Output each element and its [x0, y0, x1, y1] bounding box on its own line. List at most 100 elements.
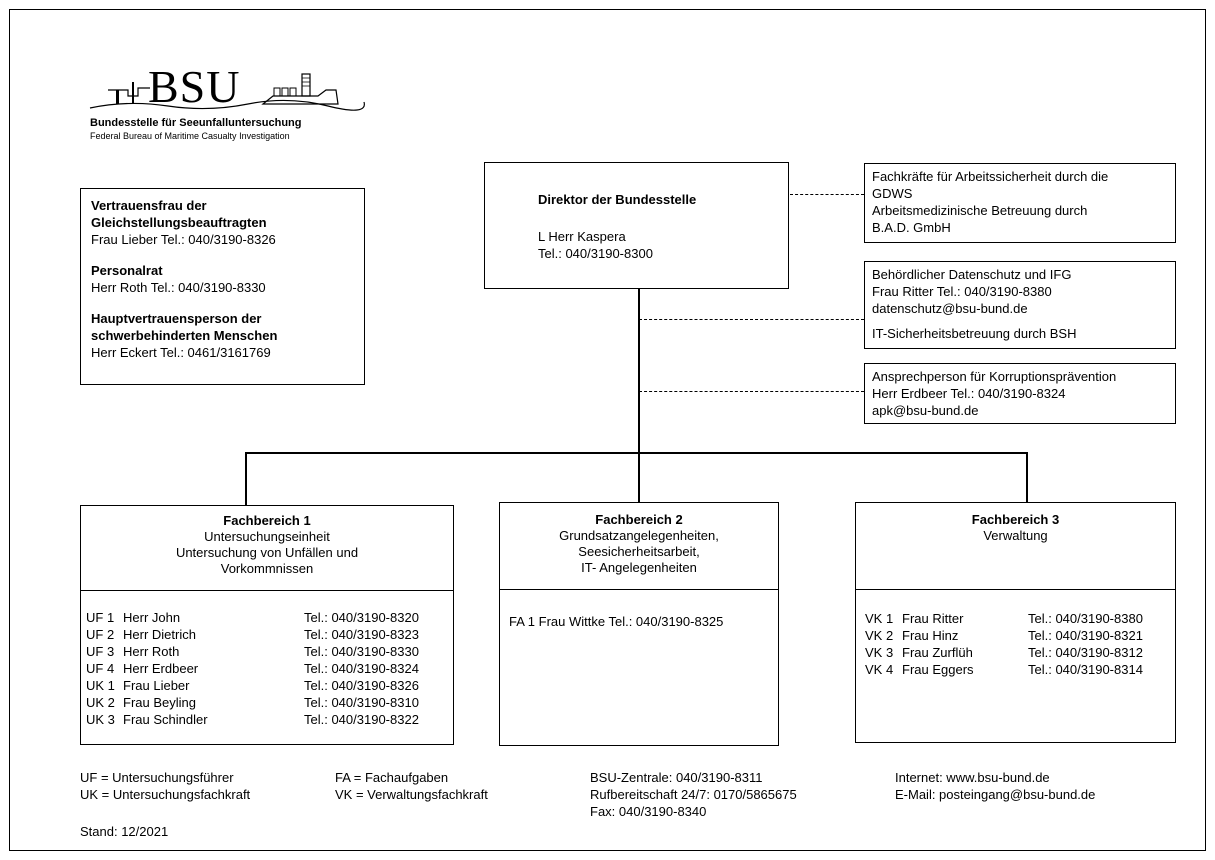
- fb1-box: Fachbereich 1 Untersuchungseinheit Unter…: [80, 505, 454, 745]
- hv-title-1: Hauptvertrauensperson der: [91, 311, 262, 326]
- staff-code: UF 2: [86, 627, 115, 642]
- staff-tel: Tel.: 040/3190-8330: [304, 644, 419, 659]
- staff-name: Herr John: [123, 610, 181, 625]
- privacy-line-2: Frau Ritter Tel.: 040/3190-8380: [872, 284, 1052, 299]
- fb1-sub-3: Vorkommnissen: [220, 561, 314, 576]
- staff-code: UF 4: [86, 661, 115, 676]
- staff-tel: Tel.: 040/3190-8310: [304, 695, 419, 710]
- staff-name: Frau Beyling: [123, 695, 196, 710]
- fb2-sub-1: Grundsatzangelegenheiten,: [559, 528, 719, 543]
- corruption-box: Ansprechperson für Korruptionsprävention…: [864, 363, 1176, 424]
- pr-contact: Herr Roth Tel.: 040/3190-8330: [91, 280, 266, 295]
- hv-title-2: schwerbehinderten Menschen: [91, 328, 278, 343]
- fax: Fax: 040/3190-8340: [590, 804, 707, 819]
- corruption-line-1: Ansprechperson für Korruptionsprävention: [872, 369, 1117, 384]
- safety-line-1: Fachkräfte für Arbeitssicherheit durch d…: [872, 169, 1109, 184]
- staff-tel: Tel.: 040/3190-8380: [1028, 611, 1143, 626]
- pr-title: Personalrat: [91, 263, 163, 278]
- rufbereitschaft: Rufbereitschaft 24/7: 0170/5865675: [590, 787, 797, 802]
- staff-code: VK 2: [865, 628, 894, 643]
- legend-vk: VK = Verwaltungsfachkraft: [335, 787, 488, 802]
- vf-title-2: Gleichstellungsbeauftragten: [91, 215, 267, 230]
- staff-tel: Tel.: 040/3190-8326: [304, 678, 419, 693]
- staff-tel: Tel.: 040/3190-8324: [304, 661, 419, 676]
- ship-icon: [89, 73, 365, 111]
- connector-horizontal-bus: [245, 452, 1027, 454]
- safety-line-2: GDWS: [872, 186, 913, 201]
- representatives-box: Vertrauensfrau der Gleichstellungsbeauft…: [80, 188, 365, 385]
- staff-code: UK 2: [86, 695, 115, 710]
- staff-tel: Tel.: 040/3190-8323: [304, 627, 419, 642]
- staff-tel: Tel.: 040/3190-8321: [1028, 628, 1143, 643]
- fb3-box: Fachbereich 3 Verwaltung VK 1 Frau Ritte…: [855, 502, 1176, 743]
- email-link: E-Mail: posteingang@bsu-bund.de: [895, 787, 1096, 802]
- connector-director-safety: [790, 194, 864, 195]
- staff-name: Frau Schindler: [123, 712, 208, 727]
- fb2-header: Fachbereich 2 Grundsatzangelegenheiten, …: [500, 503, 778, 590]
- fb2-sub-2: Seesicherheitsarbeit,: [578, 544, 700, 559]
- legend-uf: UF = Untersuchungsführer: [80, 770, 234, 785]
- staff-name: Frau Lieber: [123, 678, 190, 693]
- org-name-de: Bundesstelle für Seeunfalluntersuchung: [90, 117, 302, 129]
- staff-code: UF 1: [86, 610, 115, 625]
- staff-name: Frau Zurflüh: [902, 645, 973, 660]
- connector-director-trunk: [638, 289, 640, 453]
- connector-corruption: [639, 391, 864, 392]
- fb1-header: Fachbereich 1 Untersuchungseinheit Unter…: [81, 506, 453, 591]
- hv-contact: Herr Eckert Tel.: 0461/3161769: [91, 345, 271, 360]
- staff-tel: Tel.: 040/3190-8322: [304, 712, 419, 727]
- legend-uk: UK = Untersuchungsfachkraft: [80, 787, 251, 802]
- fb1-title: Fachbereich 1: [223, 513, 311, 528]
- stand-date: Stand: 12/2021: [80, 824, 169, 839]
- fb2-staff-row: FA 1 Frau Wittke Tel.: 040/3190-8325: [509, 614, 724, 629]
- staff-tel: Tel.: 040/3190-8312: [1028, 645, 1143, 660]
- director-name: L Herr Kaspera: [538, 229, 626, 244]
- connector-privacy: [639, 319, 864, 320]
- fb3-header: Fachbereich 3 Verwaltung: [856, 503, 1175, 590]
- privacy-line-1: Behördlicher Datenschutz und IFG: [872, 267, 1072, 282]
- privacy-box: Behördlicher Datenschutz und IFG Frau Ri…: [864, 261, 1176, 349]
- staff-code: VK 1: [865, 611, 894, 626]
- bsu-zentrale: BSU-Zentrale: 040/3190-8311: [590, 770, 763, 785]
- privacy-line-4: IT-Sicherheitsbetreuung durch BSH: [872, 326, 1077, 341]
- staff-code: VK 3: [865, 645, 894, 660]
- staff-name: Herr Roth: [123, 644, 180, 659]
- safety-line-4: B.A.D. GmbH: [872, 220, 951, 235]
- director-title: Direktor der Bundesstelle: [538, 192, 697, 207]
- internet-link: Internet: www.bsu-bund.de: [895, 770, 1050, 785]
- privacy-line-3: datenschutz@bsu-bund.de: [872, 301, 1028, 316]
- fb3-title: Fachbereich 3: [971, 512, 1060, 527]
- staff-tel: Tel.: 040/3190-8314: [1028, 662, 1143, 677]
- fb2-sub-3: IT- Angelegenheiten: [581, 560, 697, 575]
- staff-code: UK 1: [86, 678, 115, 693]
- staff-code: UF 3: [86, 644, 115, 659]
- fb1-sub-2: Untersuchung von Unfällen und: [175, 545, 359, 560]
- fb2-box: Fachbereich 2 Grundsatzangelegenheiten, …: [499, 502, 779, 746]
- safety-box: Fachkräfte für Arbeitssicherheit durch d…: [864, 163, 1176, 243]
- staff-name: Frau Ritter: [902, 611, 964, 626]
- vf-title-1: Vertrauensfrau der: [91, 198, 207, 213]
- logo-letters: BSU: [148, 61, 241, 112]
- legend-fa: FA = Fachaufgaben: [335, 770, 449, 785]
- fb3-sub-1: Verwaltung: [983, 528, 1048, 543]
- safety-line-3: Arbeitsmedizinische Betreuung durch: [872, 203, 1088, 218]
- staff-code: VK 4: [865, 662, 894, 677]
- director-tel: Tel.: 040/3190-8300: [538, 246, 653, 261]
- staff-name: Herr Dietrich: [123, 627, 196, 642]
- connector-fb2: [638, 452, 640, 502]
- org-name-en: Federal Bureau of Maritime Casualty Inve…: [90, 131, 290, 141]
- staff-code: UK 3: [86, 712, 115, 727]
- fb1-sub-1: Untersuchungseinheit: [204, 529, 330, 544]
- corruption-line-2: Herr Erdbeer Tel.: 040/3190-8324: [872, 386, 1066, 401]
- fb2-title: Fachbereich 2: [595, 512, 683, 527]
- staff-name: Frau Eggers: [902, 662, 974, 677]
- staff-name: Frau Hinz: [902, 628, 959, 643]
- vf-contact: Frau Lieber Tel.: 040/3190-8326: [91, 232, 276, 247]
- staff-tel: Tel.: 040/3190-8320: [304, 610, 419, 625]
- corruption-line-3: apk@bsu-bund.de: [872, 403, 979, 418]
- connector-fb3: [1026, 452, 1028, 502]
- connector-fb1: [245, 452, 247, 505]
- director-box: Direktor der Bundesstelle L Herr Kaspera…: [484, 162, 789, 289]
- page-frame: [9, 9, 1206, 851]
- staff-name: Herr Erdbeer: [123, 661, 199, 676]
